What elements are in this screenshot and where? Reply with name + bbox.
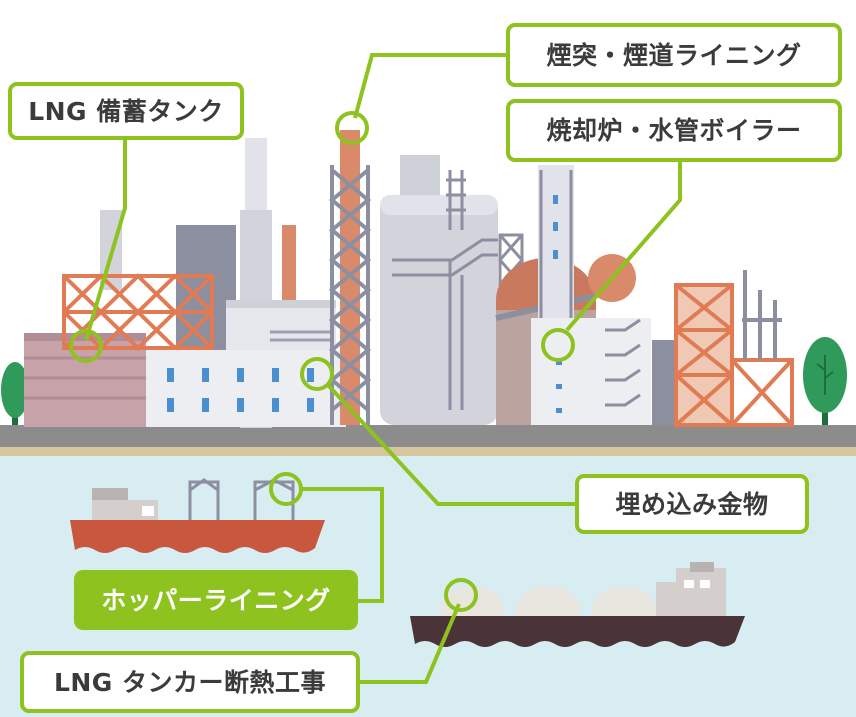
central-silo [380, 155, 498, 425]
leader-lng-tank [84, 138, 127, 341]
target-lng-tanker [444, 578, 478, 612]
tree-right [803, 337, 847, 425]
target-incinerator [541, 328, 575, 362]
leader-incinerator [565, 160, 682, 332]
label-lng-tanker: LNG タンカー断熱工事 [20, 651, 360, 713]
leader-embedded [326, 383, 575, 506]
scaffold-right [674, 270, 794, 427]
label-lng-tank: LNG 備蓄タンク [8, 82, 244, 140]
tree-left [1, 362, 29, 425]
label-hopper: ホッパーライニング [74, 570, 358, 630]
leader-lng-tanker [360, 603, 461, 684]
target-chimney [335, 111, 369, 145]
ground [0, 425, 856, 447]
target-markers [69, 111, 575, 612]
lng-tanker-ship [410, 562, 745, 647]
white-building [146, 300, 346, 427]
label-incinerator: 焼却炉・水管ボイラー [506, 99, 842, 162]
target-embedded [300, 357, 334, 391]
shore [0, 447, 856, 456]
label-chimney: 煙突・煙道ライニング [506, 23, 842, 87]
leader-chimney [353, 53, 506, 119]
leader-lines [84, 53, 682, 684]
chimney [328, 130, 372, 425]
label-embedded: 埋め込み金物 [575, 474, 809, 534]
target-lng-tank [69, 329, 103, 363]
target-hopper [269, 472, 303, 506]
leader-hopper [300, 487, 384, 603]
boiler-building [531, 318, 651, 425]
